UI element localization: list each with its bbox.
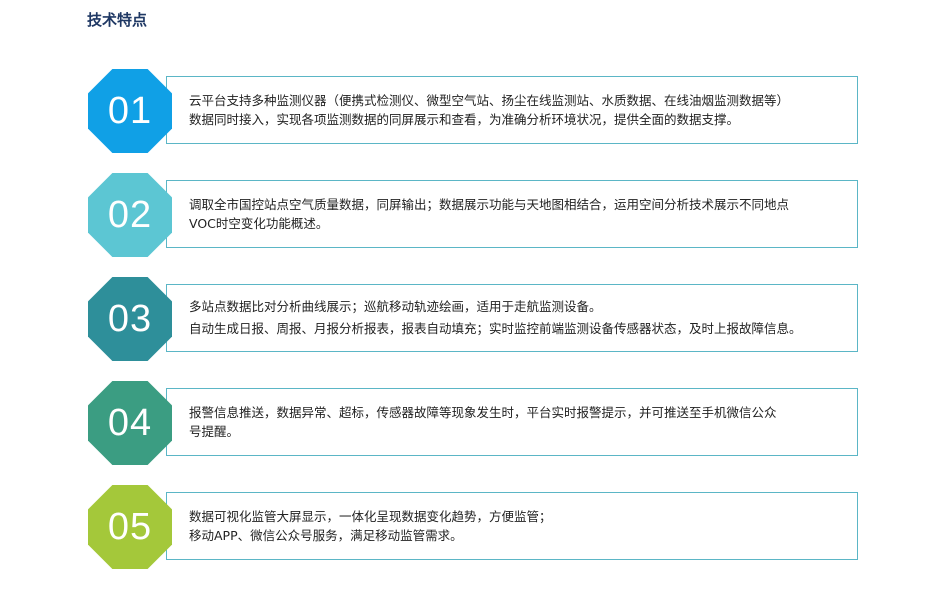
feature-text-line: 多站点数据比对分析曲线展示；巡航移动轨迹绘画，适用于走航监测设备。 [189, 299, 602, 314]
feature-item-01: 云平台支持多种监测仪器（便携式检测仪、微型空气站、扬尘在线监测站、水质数据、在线… [88, 69, 860, 153]
feature-text-line: 云平台支持多种监测仪器（便携式检测仪、微型空气站、扬尘在线监测站、水质数据、在线… [189, 93, 790, 108]
feature-text-line: 数据同时接入，实现各项监测数据的同屏展示和查看，为准确分析环境状况，提供全面的数… [189, 112, 740, 127]
page-title: 技术特点 [87, 11, 148, 29]
feature-text-line: 号提醒。 [189, 424, 240, 439]
feature-description-box: 数据可视化监管大屏显示，一体化呈现数据变化趋势，方便监管； 移动APP、微信公众… [166, 492, 858, 560]
feature-text-line: 报警信息推送，数据异常、超标，传感器故障等现象发生时，平台实时报警提示，并可推送… [189, 405, 777, 420]
feature-description-box: 调取全市国控站点空气质量数据，同屏输出；数据展示功能与天地图相结合，运用空间分析… [166, 180, 858, 248]
feature-number-octagon: 02 [88, 173, 172, 257]
feature-text-line: 自动生成日报、周报、月报分析报表，报表自动填充；实时监控前端监测设备传感器状态，… [189, 321, 802, 336]
feature-item-04: 报警信息推送，数据异常、超标，传感器故障等现象发生时，平台实时报警提示，并可推送… [88, 381, 860, 465]
feature-number: 01 [107, 89, 153, 132]
feature-item-03: 多站点数据比对分析曲线展示；巡航移动轨迹绘画，适用于走航监测设备。 自动生成日报… [88, 277, 860, 361]
feature-text-line: 调取全市国控站点空气质量数据，同屏输出；数据展示功能与天地图相结合，运用空间分析… [189, 197, 790, 212]
feature-number-octagon: 05 [88, 485, 172, 569]
feature-description-box: 报警信息推送，数据异常、超标，传感器故障等现象发生时，平台实时报警提示，并可推送… [166, 388, 858, 456]
feature-number-octagon: 04 [88, 381, 172, 465]
feature-text-line: 数据可视化监管大屏显示，一体化呈现数据变化趋势，方便监管； [189, 509, 552, 524]
feature-number: 04 [107, 401, 153, 444]
feature-number-octagon: 01 [88, 69, 172, 153]
feature-description-box: 多站点数据比对分析曲线展示；巡航移动轨迹绘画，适用于走航监测设备。 自动生成日报… [166, 284, 858, 352]
feature-item-02: 调取全市国控站点空气质量数据，同屏输出；数据展示功能与天地图相结合，运用空间分析… [88, 173, 860, 257]
feature-number: 03 [107, 297, 153, 340]
feature-item-05: 数据可视化监管大屏显示，一体化呈现数据变化趋势，方便监管； 移动APP、微信公众… [88, 485, 860, 569]
feature-text-line: VOC时空变化功能概述。 [189, 216, 329, 231]
feature-text-line: 移动APP、微信公众号服务，满足移动监管需求。 [189, 528, 463, 543]
feature-number: 02 [107, 193, 153, 236]
feature-description-box: 云平台支持多种监测仪器（便携式检测仪、微型空气站、扬尘在线监测站、水质数据、在线… [166, 76, 858, 144]
feature-number-octagon: 03 [88, 277, 172, 361]
feature-number: 05 [107, 505, 153, 548]
